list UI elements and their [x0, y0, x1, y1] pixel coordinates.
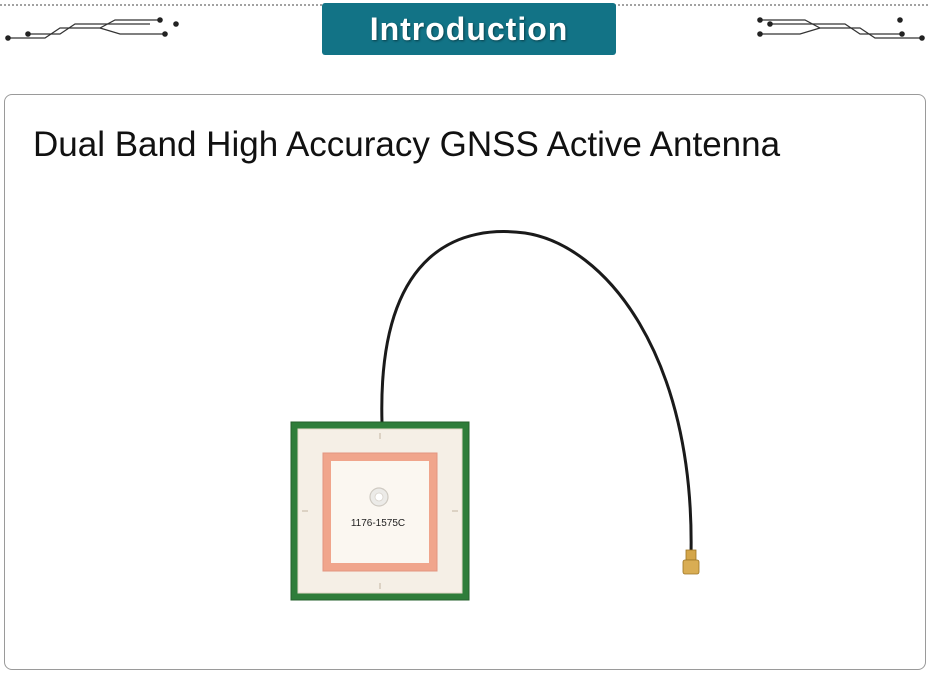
chip-marking: 1176-1575C — [351, 518, 405, 529]
introduction-header-badge: Introduction — [322, 3, 616, 55]
antenna-cable — [380, 230, 693, 556]
circuit-decoration-left — [0, 4, 330, 41]
content-title: Dual Band High Accuracy GNSS Active Ante… — [33, 125, 781, 164]
content-panel: 1176-1575C Dual Band High Accuracy GNSS … — [4, 94, 926, 670]
circuit-decoration-right — [610, 4, 930, 41]
gnss-antenna-product-image: 1176-1575C — [290, 230, 700, 601]
ufl-connector — [682, 549, 700, 575]
